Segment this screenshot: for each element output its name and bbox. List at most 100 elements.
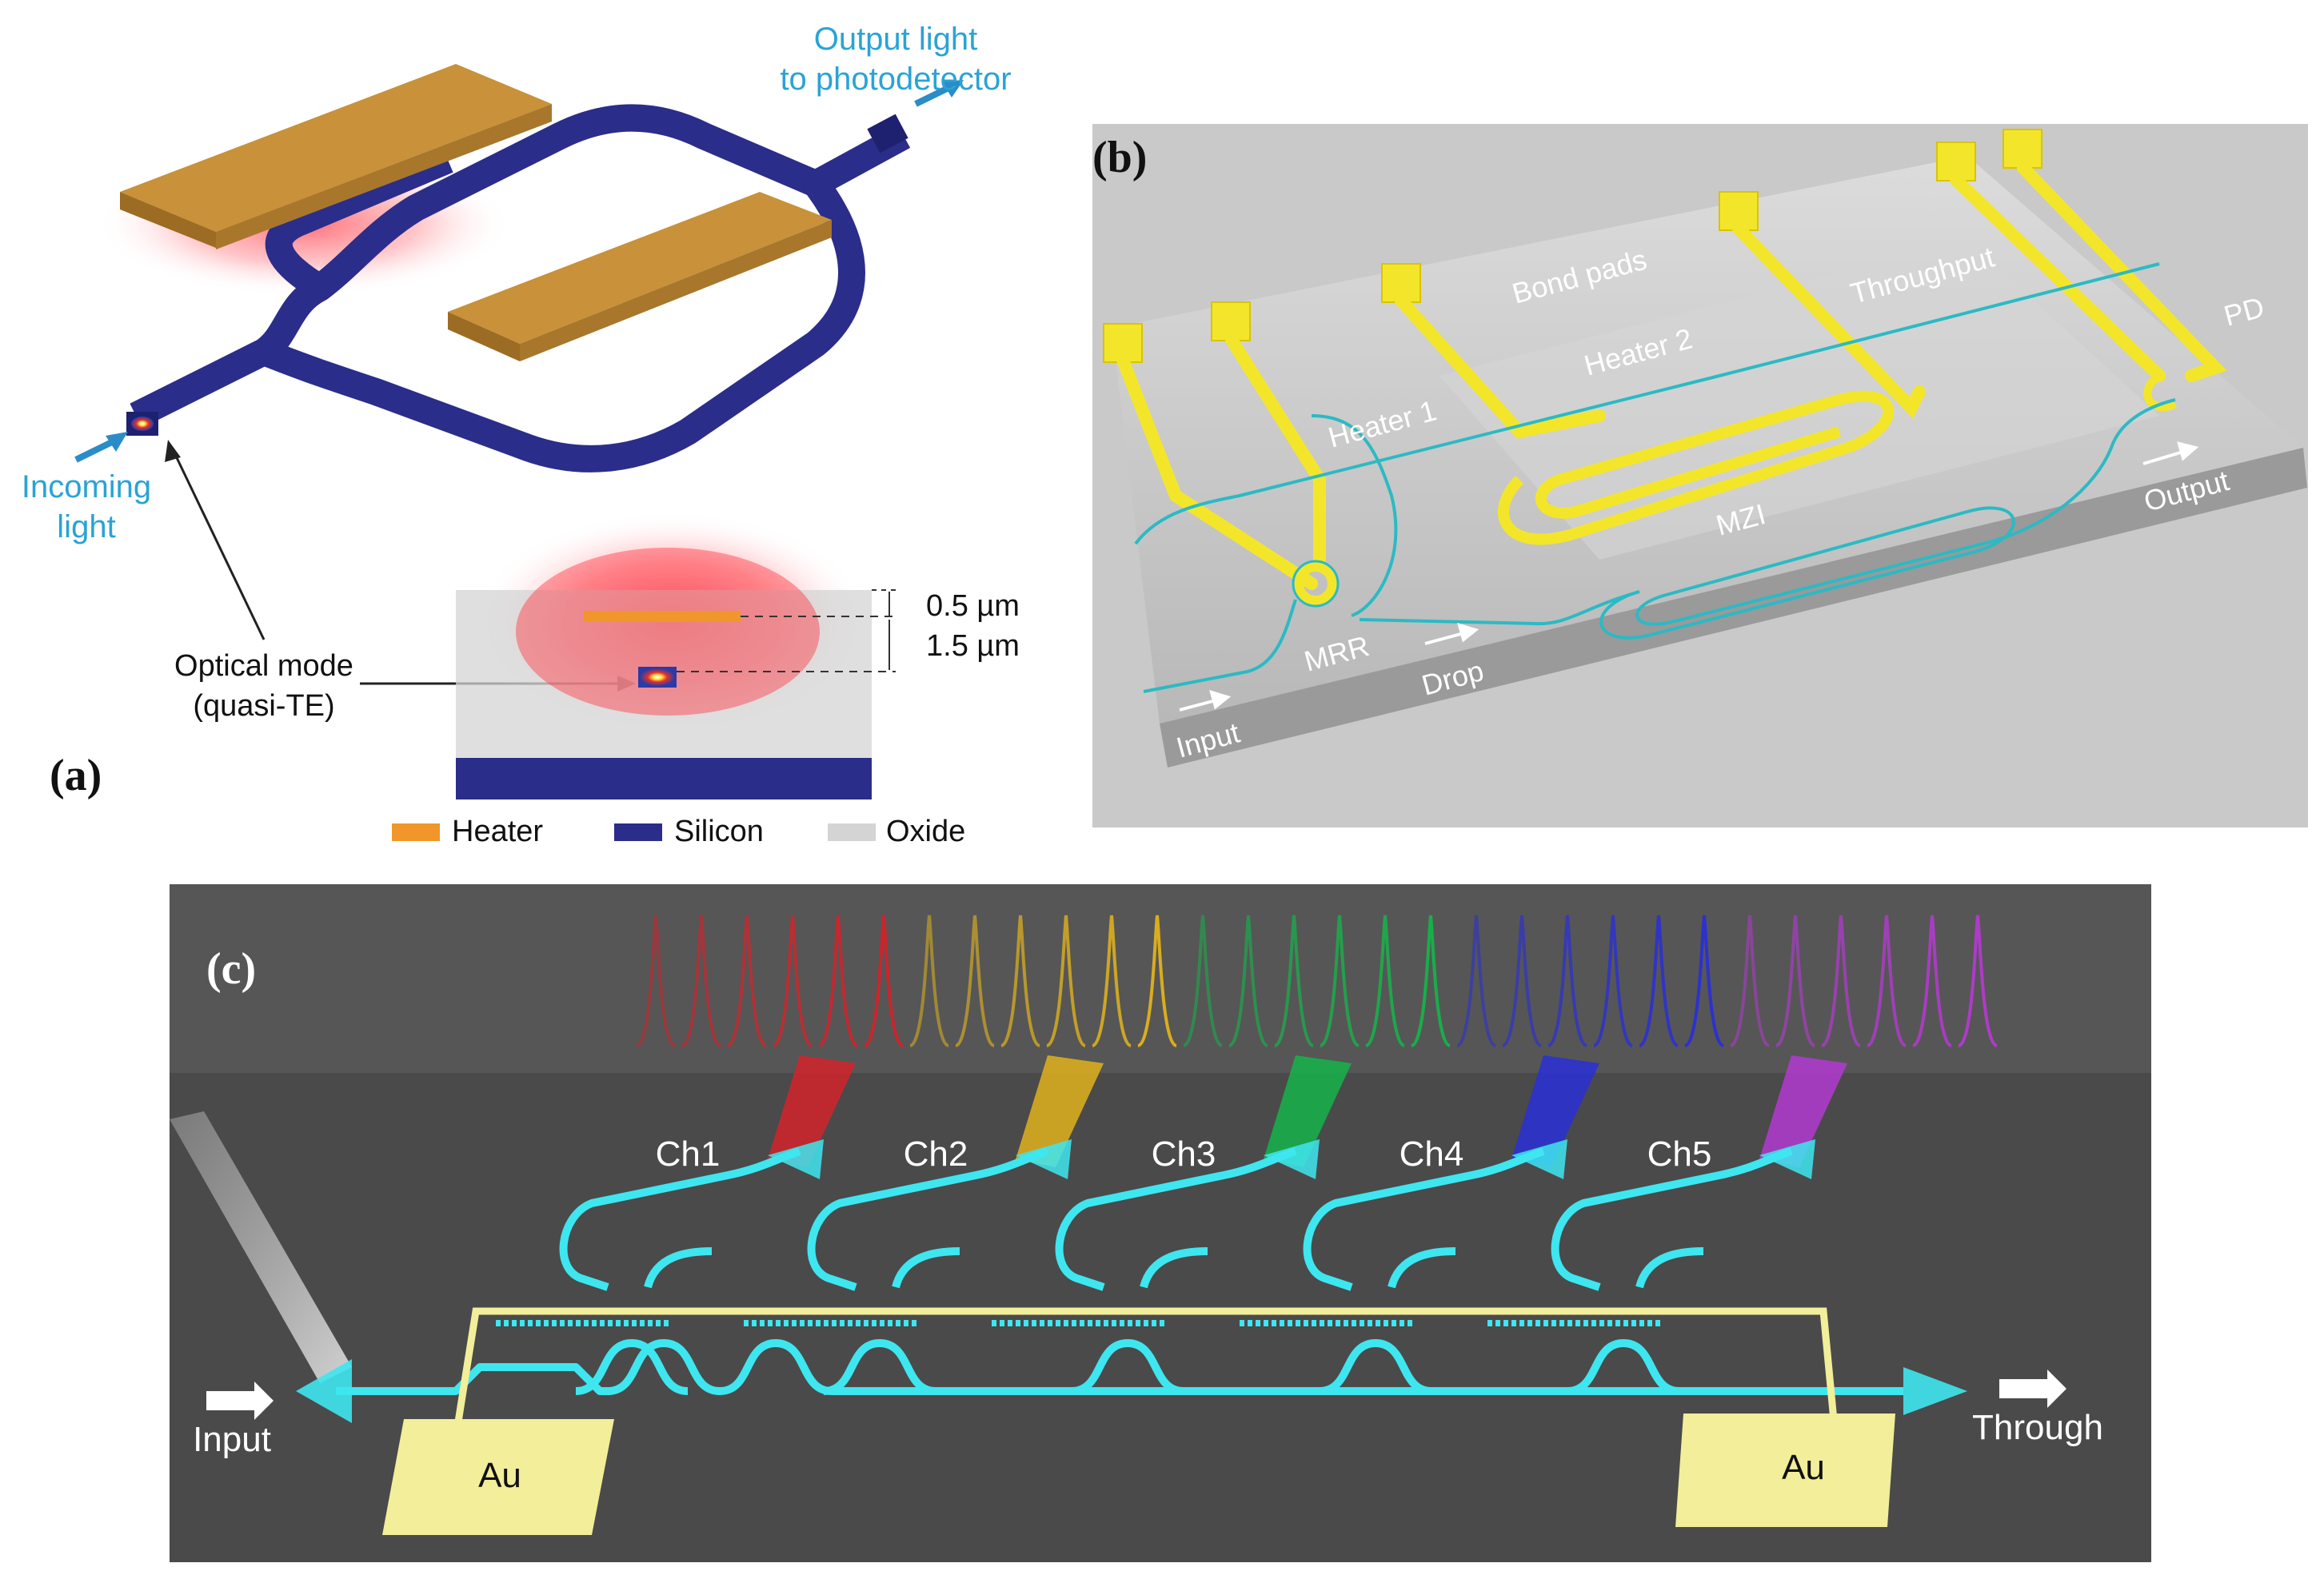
input-mode-icon — [131, 417, 154, 431]
legend-heater-swatch — [392, 823, 440, 841]
output-arrow-b — [2142, 450, 2184, 465]
waveguide-mode-icon — [640, 668, 675, 686]
mzi-waveguide-upper-arm — [265, 147, 453, 300]
bus-waveguide — [336, 1339, 1903, 1395]
spectrum-peak — [1547, 915, 1588, 1047]
wg-input — [1143, 599, 1297, 693]
channel-label-1: Ch1 — [656, 1134, 721, 1174]
spectrum-peak — [1319, 915, 1360, 1047]
incoming-light-label-2: light — [57, 509, 115, 544]
spectrum-peak — [1775, 915, 1816, 1047]
channel-beam-2 — [1016, 1055, 1104, 1167]
heater-bar-bottom-side — [448, 312, 520, 361]
traces — [1116, 161, 2227, 590]
input-label-c: Input — [193, 1420, 271, 1459]
through-arrow-c-icon — [1999, 1370, 2066, 1408]
spectrum-peak — [1455, 915, 1497, 1047]
spectrum-peak — [817, 915, 859, 1047]
au-right-label: Au — [1782, 1448, 1825, 1487]
panel-c-label: (c) — [206, 944, 256, 994]
silicon-substrate — [456, 758, 872, 799]
optical-mode-label-2: (quasi-TE) — [193, 689, 334, 723]
channel-grating-coupler-4 — [1511, 1139, 1567, 1179]
mode-pointer-line — [170, 447, 266, 640]
spectrum-peak — [863, 915, 904, 1047]
mzi-waveguide — [130, 104, 911, 429]
output-waveguide-tip — [867, 114, 908, 154]
bus-bump-2 — [823, 1338, 936, 1395]
output-arrow-head-icon — [942, 80, 964, 98]
output-grating-coupler — [1903, 1367, 1967, 1415]
gold-trace — [444, 1307, 1843, 1488]
spectrum-peak — [1729, 915, 1771, 1047]
spectrum-peaks — [635, 915, 1999, 1047]
spectrum-peak — [954, 915, 996, 1047]
heater-bar-top-side — [120, 192, 216, 248]
legend-silicon-label: Silicon — [674, 815, 764, 848]
panel-b-label: (b) — [1092, 133, 1147, 182]
bus-bump-1 — [575, 1338, 689, 1395]
channel-drop-waveguide-5 — [1551, 1147, 1793, 1291]
output-light-label: Output light — [814, 22, 978, 57]
wg-output — [1983, 398, 2176, 545]
channel-hook-3 — [1140, 1247, 1208, 1289]
cross-section-glow-inner — [516, 548, 820, 716]
drop-arrow-b-head-icon — [1457, 623, 1479, 643]
output-arrow — [914, 83, 953, 107]
spectrum-peak — [1410, 915, 1452, 1047]
au-pad-left — [382, 1419, 614, 1535]
spectrum-peak — [1638, 915, 1679, 1047]
trace-1 — [1116, 353, 1318, 590]
wg-ring-coupler — [1311, 414, 1398, 617]
output-light-label-2: to photodetector — [780, 62, 1011, 97]
input-arrow-b-head-icon — [1209, 690, 1232, 710]
wg-mzi-spiral — [1599, 506, 2015, 640]
trace-4 — [1732, 222, 1926, 419]
spectrum-peak — [772, 915, 813, 1047]
channel-beam-4 — [1511, 1055, 1599, 1167]
input-arrow-c-icon — [206, 1382, 274, 1420]
spectrum-peak — [1911, 915, 1953, 1047]
dim-label-bottom: 1.5 µm — [926, 629, 1020, 663]
channel-beam-5 — [1759, 1055, 1847, 1167]
channel-drop-waveguide-4 — [1303, 1147, 1545, 1291]
through-label-c: Through — [1972, 1408, 2103, 1447]
spectrum-peak — [635, 915, 677, 1047]
trace-2 — [1225, 333, 1326, 566]
input-grating-coupler — [296, 1359, 352, 1423]
spectrum-peak — [1364, 915, 1406, 1047]
channel-grating-coupler-1 — [768, 1139, 824, 1179]
panel-a: Output light to photodetector Incoming l… — [22, 22, 1020, 848]
legend-heater-label: Heater — [452, 815, 543, 848]
spectrum-peak — [1182, 915, 1224, 1047]
heater-cross-section — [584, 611, 741, 622]
waveguides-b — [1134, 262, 2176, 693]
drop-arrow-b — [1424, 632, 1464, 645]
pd-detector-icon — [2143, 372, 2178, 412]
trace-6 — [2017, 161, 2227, 382]
spectrum-peak — [726, 915, 768, 1047]
spectrum-peak — [1683, 915, 1725, 1047]
legend-oxide-label: Oxide — [886, 815, 965, 848]
panel-a-label: (a) — [50, 751, 102, 800]
channel-drop-waveguide-1 — [559, 1147, 801, 1291]
au-pad-right — [1675, 1414, 1895, 1527]
legend-oxide-swatch — [828, 823, 876, 841]
panel-b-arrows — [1179, 441, 2199, 712]
input-arrow-b — [1179, 699, 1216, 712]
bus-bump-3 — [1071, 1338, 1184, 1395]
channel-drop-waveguide-2 — [807, 1147, 1049, 1291]
spectrum-peak — [1136, 915, 1178, 1047]
channel-drop-waveguide-3 — [1055, 1147, 1297, 1291]
bus-bump-5 — [1567, 1338, 1680, 1395]
channel-grating-coupler-3 — [1264, 1139, 1320, 1179]
spectrum-peak — [1045, 915, 1087, 1047]
spectrum-peak — [1957, 915, 1999, 1047]
bond-pad-6 — [2003, 129, 2042, 169]
channel-beam-1 — [768, 1055, 856, 1167]
channel-label-3: Ch3 — [1152, 1134, 1216, 1174]
mzi-waveguide-lower — [258, 175, 865, 473]
channel-grating-coupler-5 — [1759, 1139, 1815, 1179]
